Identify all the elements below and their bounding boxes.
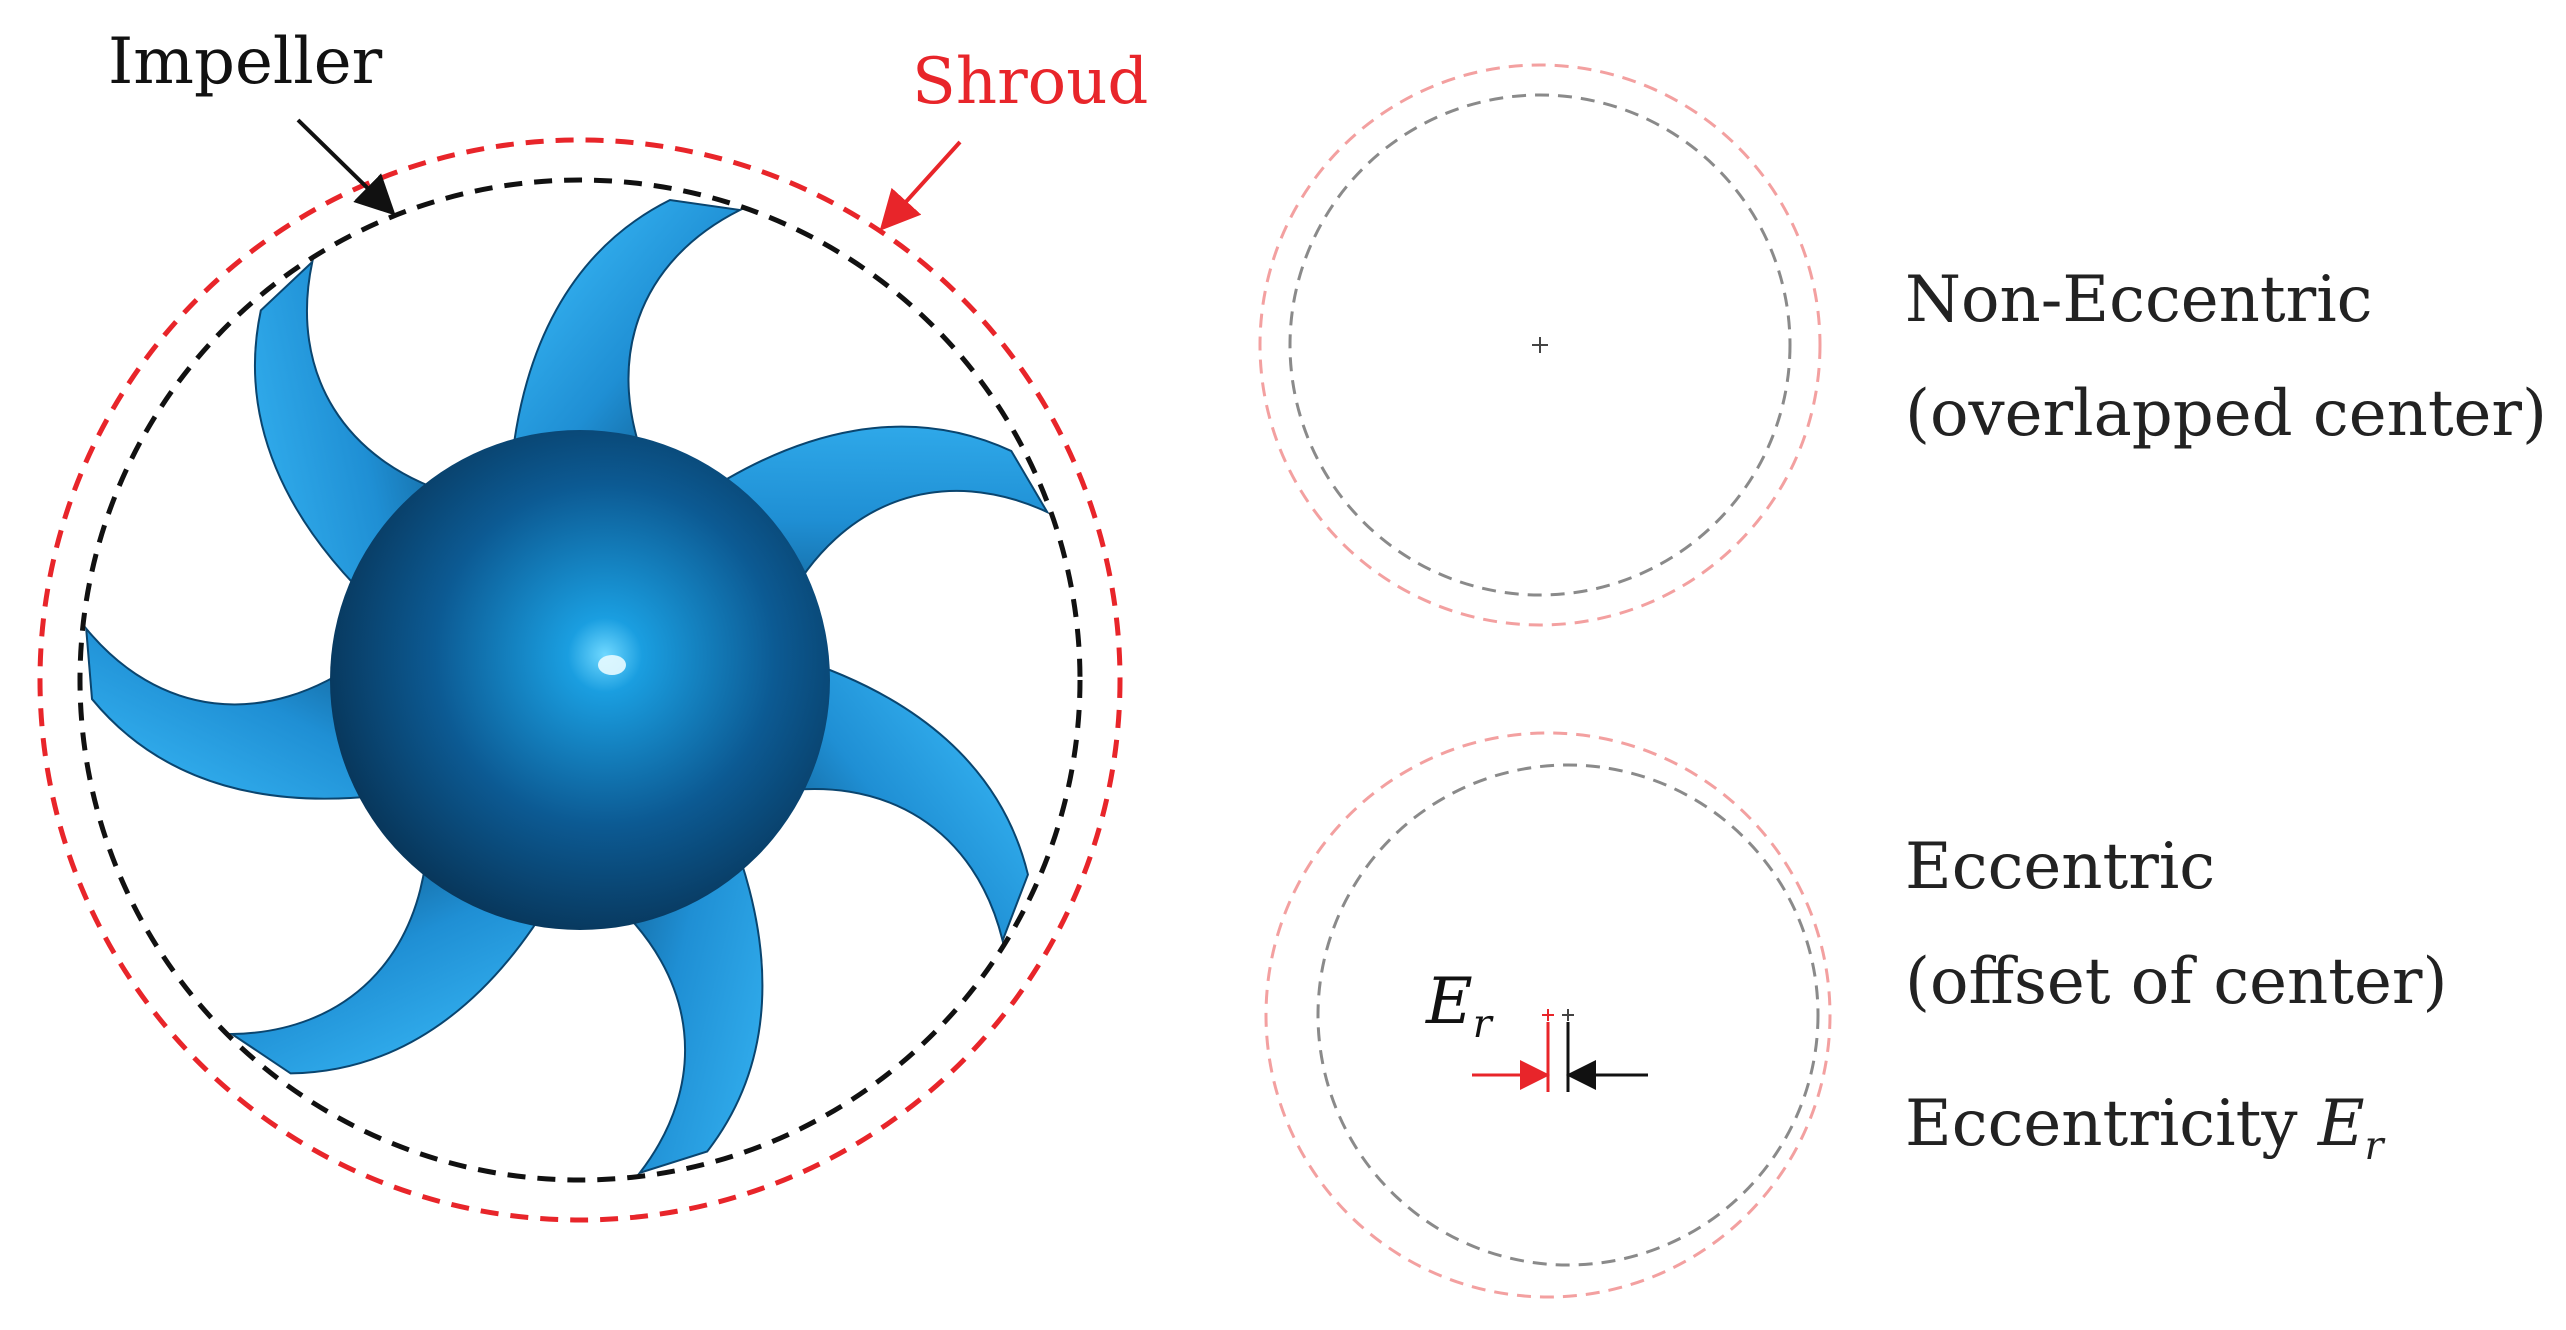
impeller-outline	[77, 177, 1083, 1183]
eccentricity-symbol: E	[2317, 1087, 2365, 1161]
impeller-blade	[84, 625, 402, 800]
eccentricity-symbol-subscript: r	[2364, 1122, 2384, 1169]
impeller-model	[84, 198, 1050, 1175]
eccentric-subtitle: (offset of center)	[1905, 945, 2448, 1019]
eccentricity-symbol-diagram: Er	[1426, 970, 1492, 1044]
eccentric-title: Eccentric	[1905, 830, 2216, 904]
impeller-blade	[508, 198, 744, 482]
impeller-label: Impeller	[108, 25, 383, 99]
non-eccentric-impeller-circle	[1288, 93, 1792, 597]
eccentric-schematic	[1264, 731, 1832, 1299]
non-eccentric-shroud-circle	[1258, 63, 1822, 627]
non-eccentric-schematic	[1258, 63, 1822, 627]
impeller-hub	[330, 430, 830, 930]
shroud-label: Shroud	[912, 45, 1149, 119]
impeller-center-mark	[1562, 1009, 1574, 1021]
hub-highlight	[598, 655, 626, 675]
er-subscript: r	[1472, 1000, 1492, 1047]
er-symbol: E	[1426, 965, 1473, 1039]
impeller-blade	[763, 654, 1029, 944]
impeller-arrow	[296, 118, 396, 216]
eccentric-impeller-circle	[1316, 763, 1820, 1267]
shroud-center-mark	[1542, 1009, 1554, 1021]
shroud-outline	[37, 137, 1123, 1223]
shroud-arrow	[879, 140, 962, 231]
eccentricity-word: Eccentricity	[1905, 1087, 2298, 1161]
non-eccentric-center-mark	[1532, 337, 1548, 353]
non-eccentric-title: Non-Eccentric	[1905, 263, 2373, 337]
eccentric-shroud-circle	[1264, 731, 1832, 1299]
non-eccentric-subtitle: (overlapped center)	[1905, 377, 2547, 451]
eccentricity-label: Eccentricity Er	[1905, 1092, 2384, 1166]
